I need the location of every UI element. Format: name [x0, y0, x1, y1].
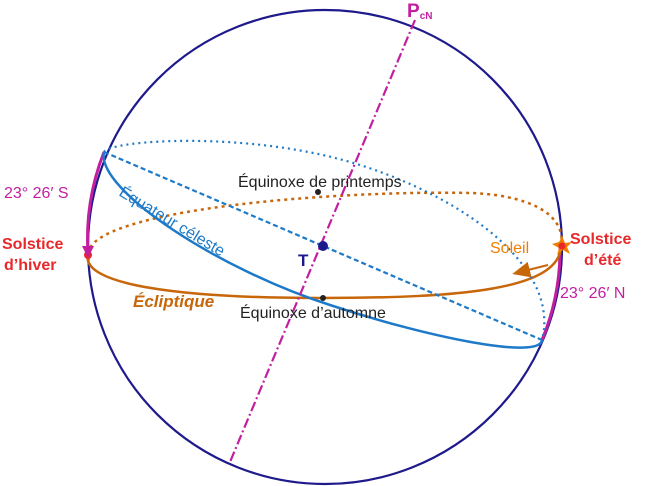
earth-center-label: T [298, 251, 309, 270]
sun-label: Soleil [490, 240, 529, 257]
celestial-equator-label: Équateur céleste [116, 182, 229, 260]
winter-arrow-head [82, 246, 94, 258]
declination-south-label: 23° 26′ S [4, 185, 69, 202]
ecliptic-back [86, 191, 563, 255]
summer-solstice-label-2: d’été [584, 252, 621, 269]
winter-solstice-label-2: d’hiver [4, 257, 56, 274]
equinox-autumn-label: Équinoxe d’automne [240, 303, 386, 322]
equinox-autumn-dot [320, 295, 326, 301]
sun-icon [552, 236, 572, 255]
earth-center-dot [318, 241, 328, 251]
ecliptic-direction-arrow-right [512, 261, 549, 278]
celestial-equator-front [102, 151, 544, 349]
equinox-spring-dot [315, 189, 321, 195]
polar-axis [228, 19, 417, 463]
summer-solstice-label-1: Solstice [570, 231, 631, 248]
declination-north-label: 23° 26′ N [560, 285, 625, 302]
ecliptic-label: Écliptique [133, 292, 214, 311]
equinox-spring-label: Équinoxe de printemps [238, 172, 402, 191]
pole-label: PcN [407, 1, 432, 22]
winter-solstice-label-1: Solstice [2, 236, 63, 253]
